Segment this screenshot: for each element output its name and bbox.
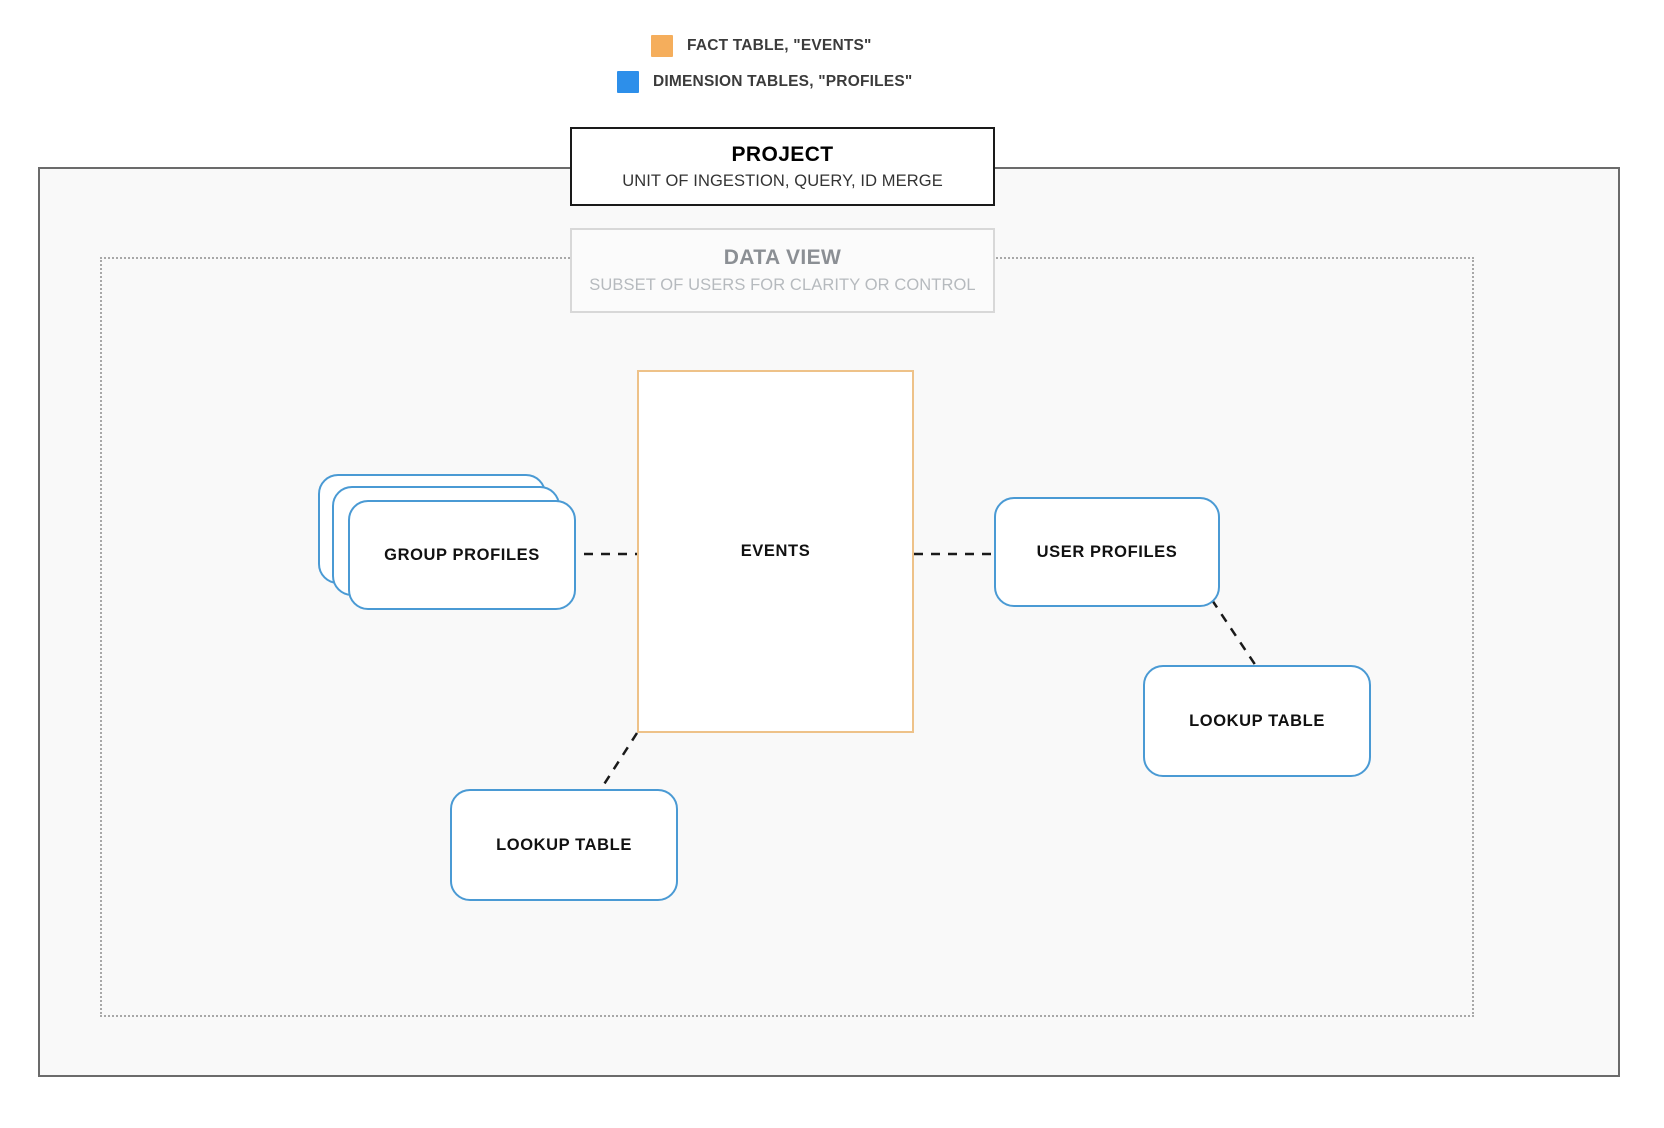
node-events[interactable]: EVENTS [637, 370, 914, 733]
project-title: PROJECT [731, 142, 834, 166]
data-view-card: DATA VIEW SUBSET OF USERS FOR CLARITY OR… [570, 228, 995, 313]
node-lookup-table-right-label: LOOKUP TABLE [1189, 711, 1325, 730]
node-lookup-table-left[interactable]: LOOKUP TABLE [450, 789, 678, 901]
legend-label-fact-table: FACT TABLE, "EVENTS" [687, 37, 872, 54]
legend-label-dimension-tables: DIMENSION TABLES, "PROFILES" [653, 73, 913, 90]
node-user-profiles[interactable]: USER PROFILES [994, 497, 1220, 607]
data-view-title: DATA VIEW [723, 246, 842, 269]
project-card: PROJECT UNIT OF INGESTION, QUERY, ID MER… [570, 127, 995, 206]
node-events-label: EVENTS [740, 542, 811, 560]
project-subtitle: UNIT OF INGESTION, QUERY, ID MERGE [622, 171, 943, 190]
legend-item-dimension-tables: DIMENSION TABLES, "PROFILES" [617, 71, 912, 93]
node-group-profiles-label: GROUP PROFILES [384, 545, 540, 564]
legend-swatch-dimension-tables [617, 71, 639, 93]
legend-item-fact-table: FACT TABLE, "EVENTS" [651, 35, 872, 57]
node-user-profiles-label: USER PROFILES [1036, 542, 1178, 561]
node-group-profiles[interactable]: GROUP PROFILES [318, 474, 578, 614]
data-view-subtitle: SUBSET OF USERS FOR CLARITY OR CONTROL [589, 276, 976, 294]
legend-swatch-fact-table [651, 35, 673, 57]
group-profiles-stack-layer-front[interactable]: GROUP PROFILES [348, 500, 576, 610]
node-lookup-table-right[interactable]: LOOKUP TABLE [1143, 665, 1371, 777]
node-lookup-table-left-label: LOOKUP TABLE [496, 835, 632, 854]
